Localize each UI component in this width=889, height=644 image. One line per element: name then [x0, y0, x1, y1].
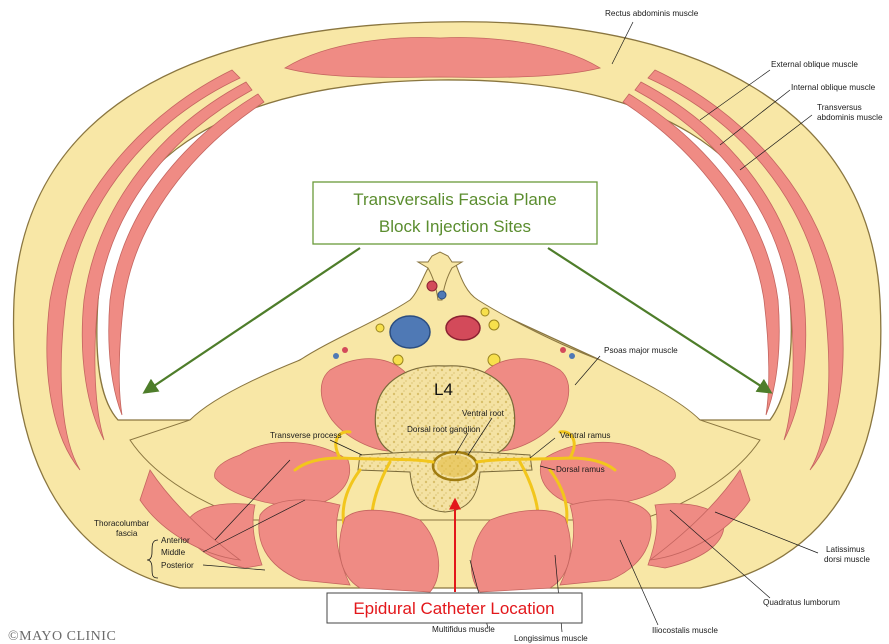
label-quadratus: Quadratus lumborum [763, 598, 840, 607]
label-psoas: Psoas major muscle [604, 346, 678, 355]
vertebra-label: L4 [434, 380, 453, 399]
small-vessel [560, 347, 566, 353]
copyright: ©MAYO CLINIC [8, 629, 116, 644]
epidural-callout: Epidural Catheter Location [353, 599, 554, 618]
label-transversus-2: abdominis muscle [817, 113, 883, 122]
label-iliocostalis: Iliocostalis muscle [652, 626, 718, 635]
small-vessel [342, 347, 348, 353]
tfp-callout-line1: Transversalis Fascia Plane [353, 190, 556, 209]
aorta [446, 316, 480, 340]
lymph-node [393, 355, 403, 365]
lymph-node [489, 320, 499, 330]
label-posterior: Posterior [161, 561, 194, 570]
tfp-callout-line2: Block Injection Sites [379, 217, 531, 236]
label-dorsal-root-ganglion: Dorsal root ganglion [407, 425, 481, 434]
label-multifidus: Multifidus muscle [432, 625, 495, 634]
small-vessel [333, 353, 339, 359]
label-transversus-1: Transversus [817, 103, 862, 112]
lymph-node [481, 308, 489, 316]
label-rectus: Rectus abdominis muscle [605, 9, 699, 18]
label-latissimus-2: dorsi muscle [824, 555, 870, 564]
label-thoracolumbar-2: fascia [116, 529, 138, 538]
label-anterior: Anterior [161, 536, 190, 545]
small-vessel [427, 281, 437, 291]
small-vessel [438, 291, 446, 299]
label-dorsal-ramus: Dorsal ramus [556, 465, 605, 474]
label-internal-oblique: Internal oblique muscle [791, 83, 876, 92]
label-latissimus-1: Latissimus [826, 545, 865, 554]
vena-cava [390, 316, 430, 348]
label-ventral-ramus: Ventral ramus [560, 431, 611, 440]
small-vessel [569, 353, 575, 359]
label-thoracolumbar-1: Thoracolumbar [94, 519, 149, 528]
label-transverse-process: Transverse process [270, 431, 342, 440]
label-longissimus: Longissimus muscle [514, 634, 588, 643]
label-external-oblique: External oblique muscle [771, 60, 858, 69]
label-ventral-root: Ventral root [462, 409, 505, 418]
label-middle: Middle [161, 548, 186, 557]
lymph-node [376, 324, 384, 332]
